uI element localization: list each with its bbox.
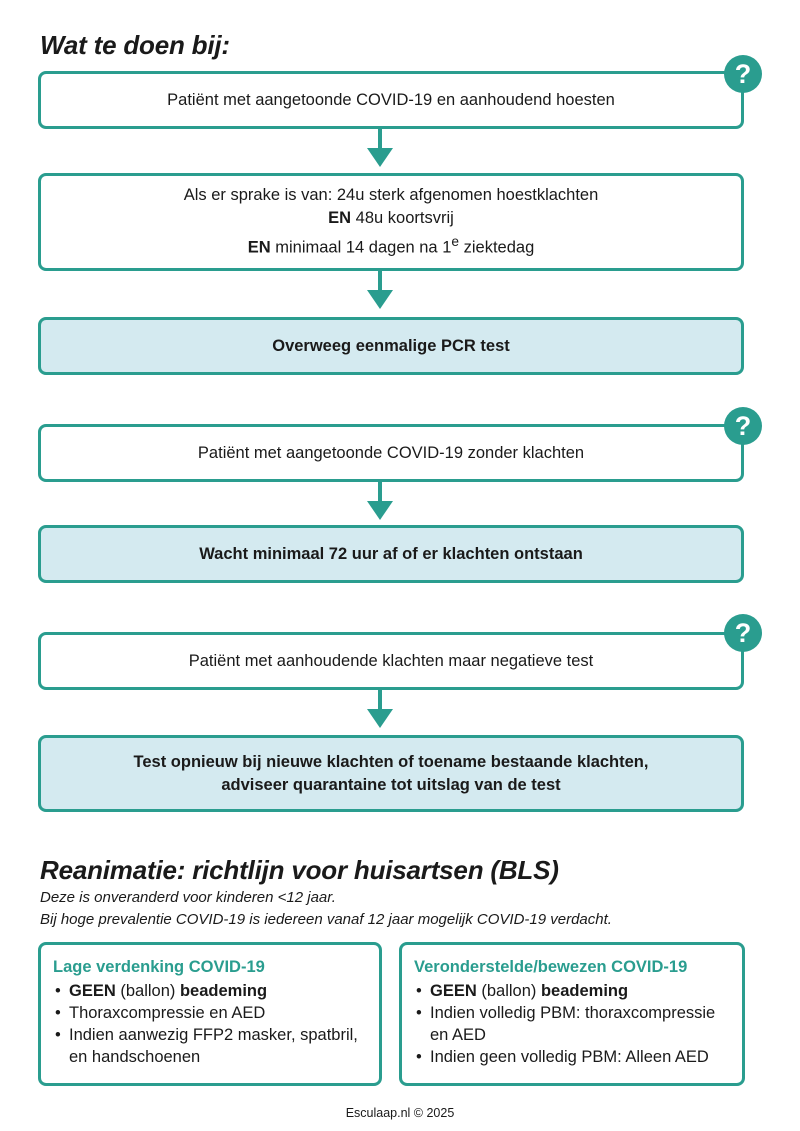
list-item-bold: GEEN bbox=[430, 982, 477, 1000]
flow3-step1-box: Patiënt met aanhoudende klachten maar ne… bbox=[38, 632, 744, 690]
list-item: Indien geen volledig PBM: Alleen AED bbox=[414, 1046, 730, 1068]
card-confirmed-title: Veronderstelde/bewezen COVID-19 bbox=[414, 958, 688, 976]
list-item-bold: GEEN bbox=[69, 982, 116, 1000]
flow1-step1-box: Patiënt met aangetoonde COVID-19 en aanh… bbox=[38, 71, 744, 129]
list-item: Indien aanwezig FFP2 masker, spatbril, e… bbox=[53, 1024, 367, 1068]
flow1-step2-en1: EN bbox=[328, 209, 352, 228]
list-item-text: (ballon) bbox=[115, 982, 180, 1000]
flow2-step1-box: Patiënt met aangetoonde COVID-19 zonder … bbox=[38, 424, 744, 482]
card-confirmed: Veronderstelde/bewezen COVID-19 GEEN (ba… bbox=[399, 942, 745, 1086]
section-title-reanimatie: Reanimatie: richtlijn voor huisartsen (B… bbox=[40, 855, 559, 885]
flow1-step2-sup: e bbox=[451, 234, 460, 250]
flow1-step2-line2-rest: 48u koortsvrij bbox=[351, 209, 454, 228]
arrow-down-icon bbox=[367, 482, 393, 520]
flow1-step1-text: Patiënt met aangetoonde COVID-19 en aanh… bbox=[167, 90, 615, 109]
list-item-text: (ballon) bbox=[476, 982, 541, 1000]
flow1-step2-en2: EN bbox=[247, 238, 271, 257]
card-low-list: GEEN (ballon) beademing Thoraxcompressie… bbox=[53, 980, 367, 1068]
card-low-title: Lage verdenking COVID-19 bbox=[53, 958, 265, 976]
page-title: Wat te doen bij: bbox=[40, 30, 230, 60]
arrow-down-icon bbox=[367, 690, 393, 728]
flow3-step2-line2: adviseer quarantaine tot uitslag van de … bbox=[221, 775, 561, 794]
flow1-step2-line1: Als er sprake is van: 24u sterk afgenome… bbox=[183, 186, 599, 205]
flow1-step3-text: Overweeg eenmalige PCR test bbox=[272, 336, 510, 355]
list-item: Indien volledig PBM: thoraxcompressie en… bbox=[414, 1002, 730, 1046]
question-icon: ? bbox=[724, 55, 762, 93]
flow3-step2-box: Test opnieuw bij nieuwe klachten of toen… bbox=[38, 735, 744, 812]
arrow-down-icon bbox=[367, 271, 393, 309]
list-item: Thoraxcompressie en AED bbox=[53, 1002, 367, 1024]
card-confirmed-list: GEEN (ballon) beademing Indien volledig … bbox=[414, 980, 730, 1068]
footer-copyright: Esculaap.nl © 2025 bbox=[345, 1106, 455, 1120]
flow1-step2-line3: EN minimaal 14 dagen na 1e ziektedag bbox=[248, 230, 535, 260]
flow1-step2-line3-rest: minimaal 14 dagen na 1 bbox=[270, 238, 452, 257]
list-item: GEEN (ballon) beademing bbox=[53, 980, 367, 1002]
flow2-step2-text: Wacht minimaal 72 uur af of er klachten … bbox=[199, 544, 583, 563]
flow1-step2-box: Als er sprake is van: 24u sterk afgenome… bbox=[38, 173, 744, 271]
note-children: Deze is onveranderd voor kinderen <12 ja… bbox=[40, 889, 336, 906]
arrow-down-icon bbox=[367, 129, 393, 167]
note-prevalence: Bij hoge prevalentie COVID-19 is iederee… bbox=[40, 911, 612, 928]
flow2-step1-text: Patiënt met aangetoonde COVID-19 zonder … bbox=[197, 443, 585, 462]
flow3-step2-line1: Test opnieuw bij nieuwe klachten of toen… bbox=[133, 752, 649, 771]
question-icon: ? bbox=[724, 614, 762, 652]
list-item-bold: beademing bbox=[540, 982, 629, 1000]
card-low-suspicion: Lage verdenking COVID-19 GEEN (ballon) b… bbox=[38, 942, 382, 1086]
flow2-step2-box: Wacht minimaal 72 uur af of er klachten … bbox=[38, 525, 744, 583]
question-icon: ? bbox=[724, 407, 762, 445]
flow1-step2-line3-end: ziektedag bbox=[459, 238, 535, 257]
flow1-step2-line2: EN 48u koortsvrij bbox=[328, 207, 454, 230]
list-item: GEEN (ballon) beademing bbox=[414, 980, 730, 1002]
list-item-bold: beademing bbox=[179, 982, 268, 1000]
flow3-step1-text: Patiënt met aanhoudende klachten maar ne… bbox=[188, 651, 594, 670]
flow1-step3-box: Overweeg eenmalige PCR test bbox=[38, 317, 744, 375]
